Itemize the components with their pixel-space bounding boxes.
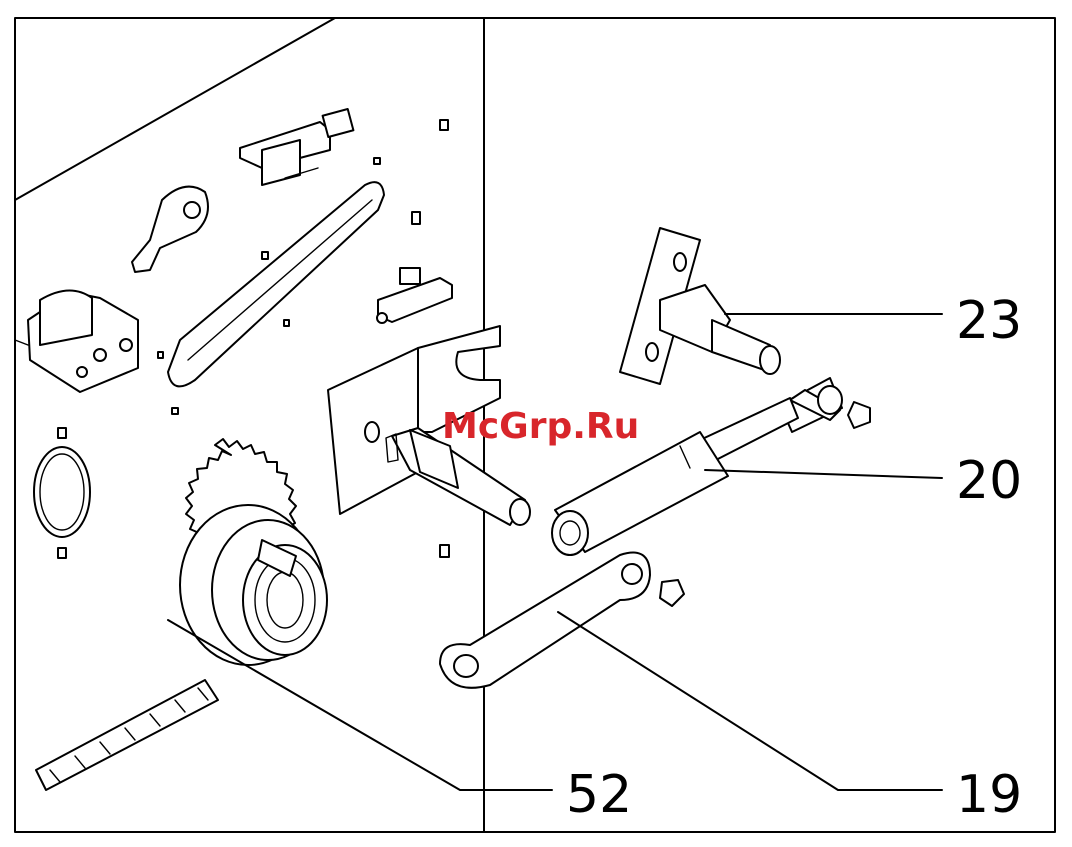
callout-23: 23: [956, 291, 1022, 351]
part-20-gas-strut: [552, 378, 870, 555]
part-19-link-arm: [440, 553, 684, 688]
callout-20: 20: [956, 451, 1022, 511]
screw: [440, 545, 449, 557]
screw: [440, 120, 448, 130]
leader-line-19: [558, 612, 942, 790]
callout-52: 52: [566, 765, 632, 825]
switch-bracket: [240, 109, 353, 185]
cam-plate: [132, 187, 208, 272]
sprocket-assembly: [180, 439, 327, 665]
retaining-ring: [34, 428, 90, 558]
screw: [412, 212, 420, 224]
leader-line-20: [705, 470, 942, 478]
motor-block: [15, 290, 138, 392]
drive-chain: [36, 680, 218, 790]
part-23-hinge-pin: [620, 228, 780, 384]
watermark-text: McGrp.Ru: [442, 406, 639, 447]
callout-19: 19: [956, 765, 1022, 825]
micro-switch: [377, 268, 452, 323]
